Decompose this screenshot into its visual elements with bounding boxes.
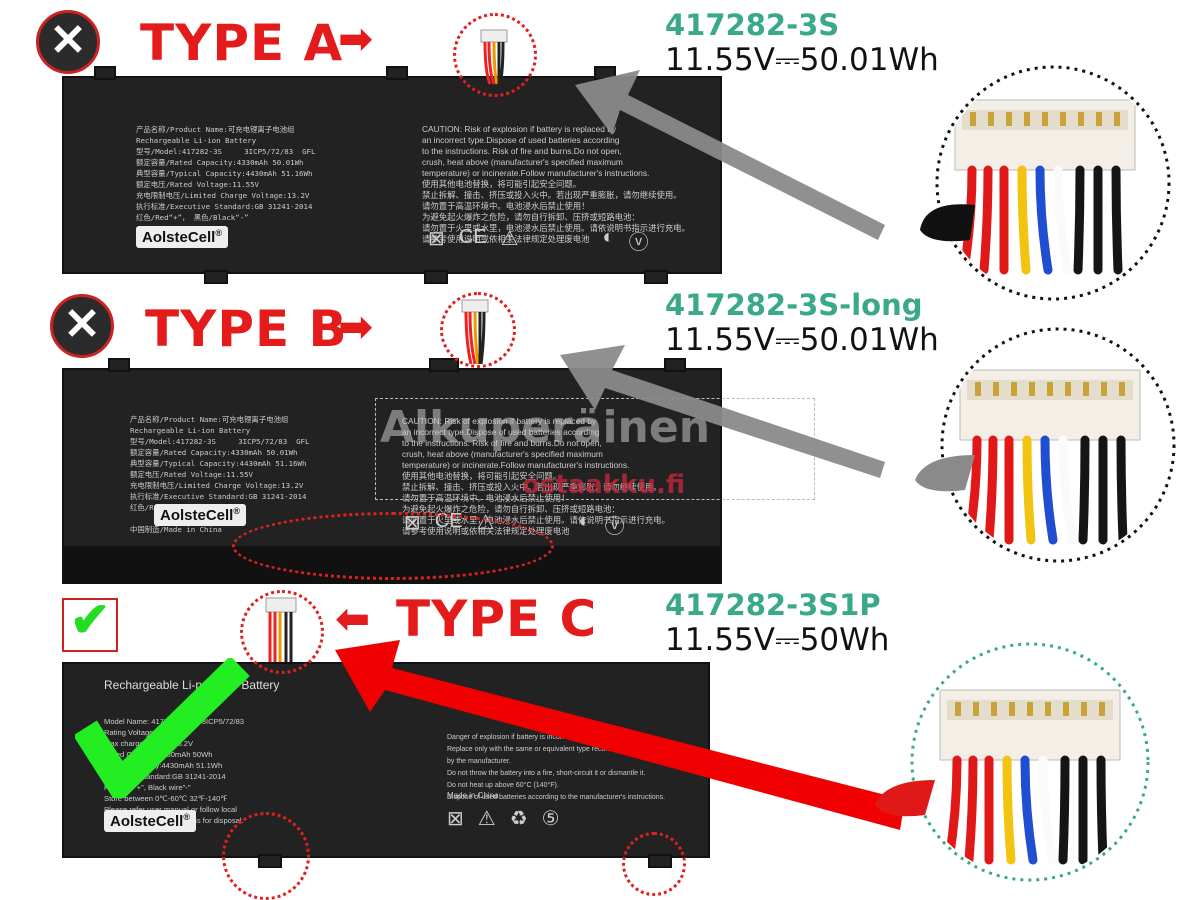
certification-icons: ⊠ ⚠ ♻ ⑤ [447, 806, 560, 831]
small-connector-a [480, 29, 508, 85]
weee-bin-icon: ⊠ [447, 808, 464, 830]
type-a-model: 417282-3S [665, 8, 840, 42]
type-c-spec: 11.55V⎓50Wh [665, 622, 890, 658]
gray-arrow-b [560, 345, 885, 478]
ce-mark-icon: CE [458, 226, 487, 248]
warning-icon: ⚠ [500, 228, 519, 250]
left-arrow-icon: ⬅ [335, 594, 372, 643]
recycle-icon: ♻ [509, 808, 528, 830]
watermark-site: ostaakku.fi [522, 470, 686, 500]
weee-bin-icon: ⊠ [428, 228, 445, 250]
recycle-mark-icon: ⓥ [604, 516, 625, 538]
type-a-spec: 11.55V⎓50.01Wh [665, 42, 939, 78]
type-c-model: 417282-3S1P [665, 588, 881, 622]
small-connector-c [265, 597, 297, 662]
battery-type-c: Rechargeable Li-polymer Battery Model Na… [62, 662, 710, 868]
connector-highlight-a [453, 13, 537, 97]
recycle-mark-icon: ⓥ [628, 232, 649, 254]
tp-mark-icon: ◐ [602, 226, 615, 248]
gray-arrow-a [575, 70, 885, 240]
curved-arrow-icon-a [920, 204, 975, 242]
checkmark-icon: ✔ [70, 594, 111, 647]
connector-highlight-b [440, 292, 516, 368]
connector-highlight-c [240, 590, 324, 674]
certification-icons: ⊠ CE ⚠ ◐ ⓥ [428, 226, 649, 255]
type-b-label: TYPE B [145, 300, 348, 358]
made-in-china: Made in China [447, 791, 499, 800]
watermark-text: Alkuperäinen [380, 402, 711, 453]
reject-x-icon: ✕ [36, 10, 100, 74]
type-b-spec: 11.55V⎓50.01Wh [665, 322, 939, 358]
epup-5-icon: ⑤ [541, 808, 560, 830]
tp-mark-icon: ◐ [578, 510, 591, 532]
large-checkmark-icon [75, 658, 250, 798]
caution-text-a: CAUTION: Risk of explosion if battery is… [422, 124, 690, 244]
curved-arrow-icon-b [915, 455, 975, 492]
type-a-label: TYPE A [140, 14, 344, 72]
type-b-model: 417282-3S-long [665, 288, 923, 322]
aolstecell-logo: AolsteCell® [104, 810, 196, 832]
difference-highlight-b [232, 512, 554, 580]
tab-highlight-left [222, 812, 310, 900]
small-connector-b [461, 299, 489, 365]
aolstecell-logo: AolsteCell® [154, 504, 246, 526]
red-arrow-c [335, 640, 905, 830]
right-arrow-icon: ➡ [338, 14, 375, 63]
curved-arrow-icon-c [875, 780, 935, 817]
aolstecell-logo: AolsteCell® [136, 226, 228, 248]
warning-icon: ⚠ [477, 808, 496, 830]
type-c-label: TYPE C [396, 590, 598, 648]
reject-x-icon: ✕ [50, 294, 114, 358]
right-arrow-icon: ➡ [338, 302, 375, 351]
tab-highlight-right [622, 832, 686, 896]
accept-checkbox [62, 598, 118, 652]
